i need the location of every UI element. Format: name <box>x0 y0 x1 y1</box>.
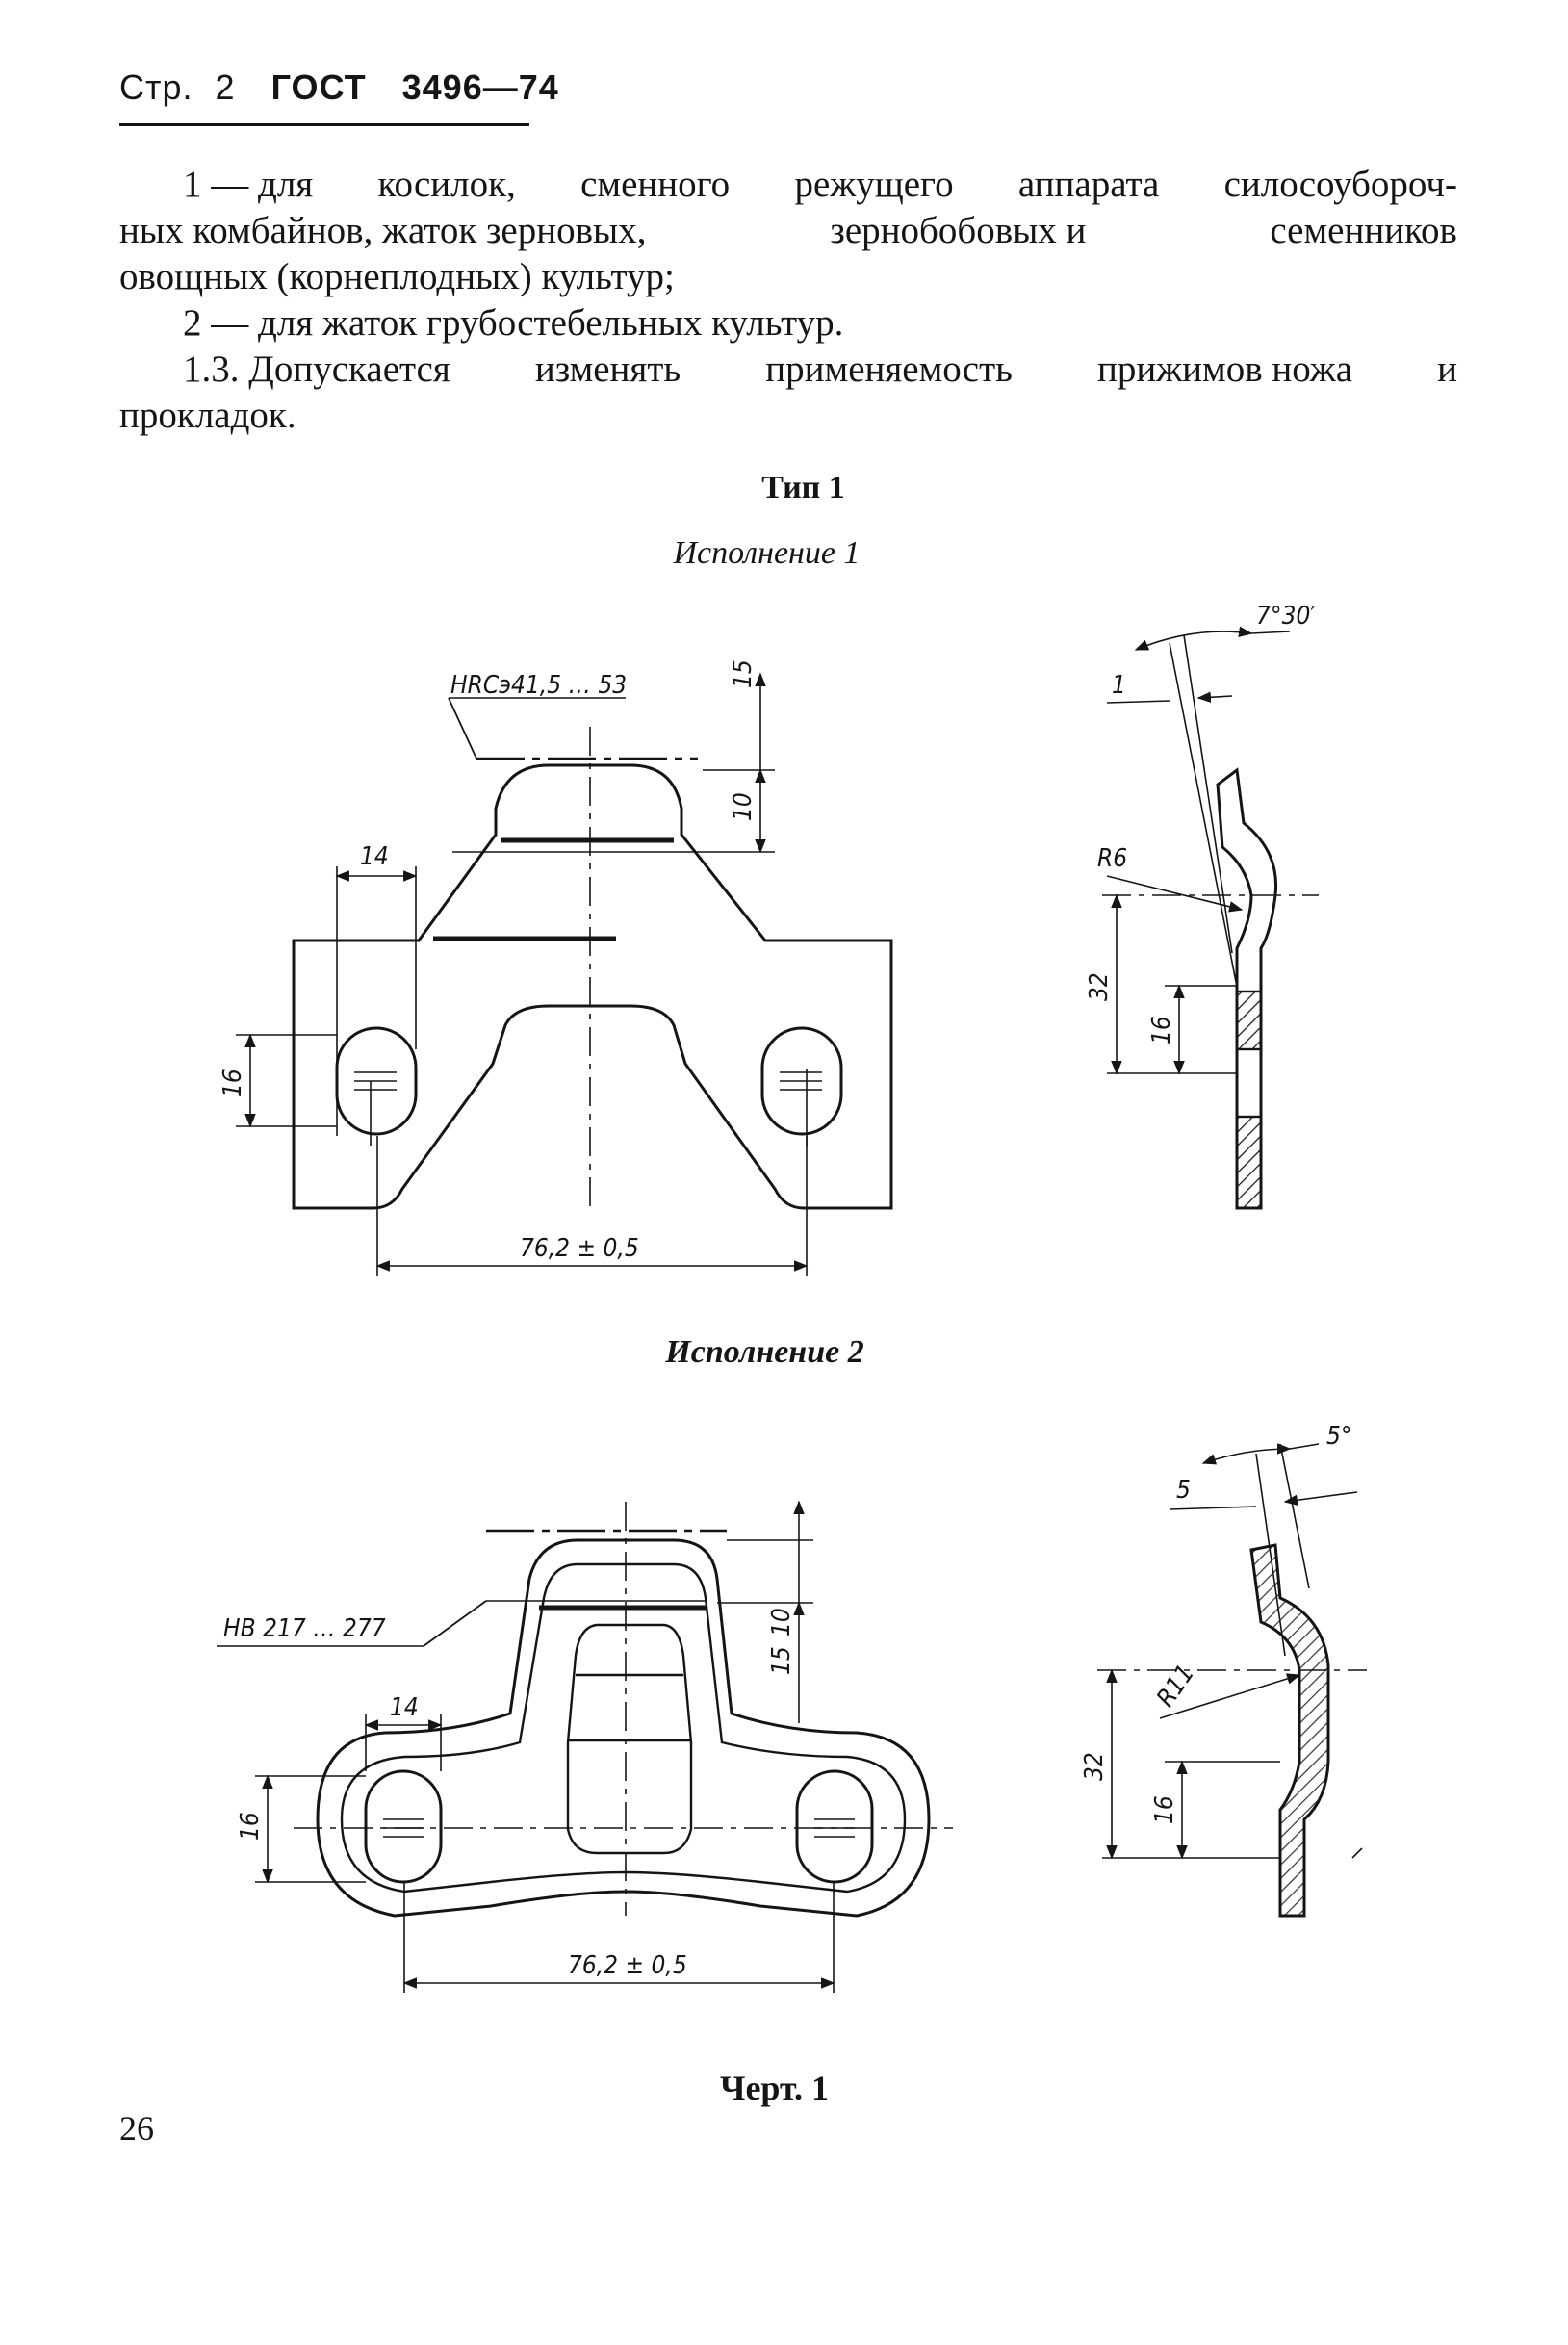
item1-line2: ных комбайнов, жаток зерновых, зернобобо… <box>119 210 1457 251</box>
v1-dim-1: 1 <box>1112 671 1126 700</box>
v2-slot-left <box>364 1769 443 1884</box>
v2-dim-32: 32 <box>1080 1752 1109 1781</box>
v1-angle-label: 7°30′ <box>1256 602 1316 631</box>
v1-profile <box>1216 767 1278 1210</box>
v1-dim-32: 32 <box>1085 972 1114 1001</box>
page-number: 26 <box>119 2109 154 2148</box>
standard-label: ГОСТ <box>270 67 367 107</box>
variant1-label: Исполнение 1 <box>673 535 861 571</box>
running-header: Стр. 2 ГОСТ 3496—74 <box>119 67 559 108</box>
v1-dim-16-side: 16 <box>1147 1016 1176 1044</box>
v2-dim-16: 16 <box>236 1812 265 1841</box>
v1-hardness-label: HRCэ41,5 … 53 <box>450 671 627 700</box>
v2-side-view <box>1097 1443 1367 1918</box>
v1-dim-16: 16 <box>218 1069 247 1097</box>
v2-r11-label: R11 <box>1151 1660 1200 1713</box>
v1-dim-10: 10 <box>729 792 758 821</box>
page-no: 2 <box>215 67 236 107</box>
v2-dim-10: 10 <box>767 1608 796 1636</box>
item1-line1: 1 — для косилок, сменного режущего аппар… <box>183 164 1457 205</box>
p13-line2: прокладок. <box>119 395 296 436</box>
v2-plate-outline <box>316 1538 931 1918</box>
standard-number: 3496—74 <box>401 67 559 107</box>
v1-side-view <box>1102 626 1319 1210</box>
v1-plate-outline <box>292 763 893 1210</box>
v2-plan-view <box>217 1500 953 1993</box>
header-rule <box>119 123 529 126</box>
v2-plan-labels: HB 217 … 277 10 15 14 16 76,2 ± 0,5 <box>223 1608 796 1980</box>
v1-plan-view <box>236 672 893 1276</box>
v2-dim-14: 14 <box>390 1693 419 1722</box>
item1-line3: овощных (корнеплодных) культур; <box>119 256 675 297</box>
figure-caption: Черт. 1 <box>720 2069 829 2107</box>
v2-dim-76: 76,2 ± 0,5 <box>568 1951 687 1980</box>
variant2-label: Исполнение 2 <box>665 1334 864 1370</box>
v2-hardness-label: HB 217 … 277 <box>223 1614 386 1643</box>
v1-dim-14: 14 <box>360 842 389 871</box>
v1-dim-15: 15 <box>729 659 758 688</box>
body-text: 1 — для косилок, сменного режущего аппар… <box>119 162 1457 439</box>
v2-slot-right <box>795 1769 874 1884</box>
page-label: Стр. <box>119 67 193 107</box>
v1-plan-labels: HRCэ41,5 … 53 10 15 14 16 76,2 ± 0,5 <box>218 659 758 1263</box>
v2-dim-5: 5 <box>1176 1476 1191 1505</box>
p13-line1: 1.3. Допускается изменять применяемость … <box>183 348 1457 390</box>
type-label: Тип 1 <box>761 470 845 505</box>
v1-dim-76: 76,2 ± 0,5 <box>520 1234 639 1263</box>
v1-side-labels: 7°30′ 1 R6 32 16 <box>1085 602 1316 1044</box>
v2-dim-16-side: 16 <box>1150 1795 1179 1824</box>
v1-slot-right <box>760 1026 843 1136</box>
item2-line: 2 — для жаток грубостебельных культур. <box>183 302 844 344</box>
v2-angle-label: 5° <box>1326 1422 1352 1451</box>
v1-r6-label: R6 <box>1097 844 1127 873</box>
v2-dim-15: 15 <box>767 1646 796 1675</box>
